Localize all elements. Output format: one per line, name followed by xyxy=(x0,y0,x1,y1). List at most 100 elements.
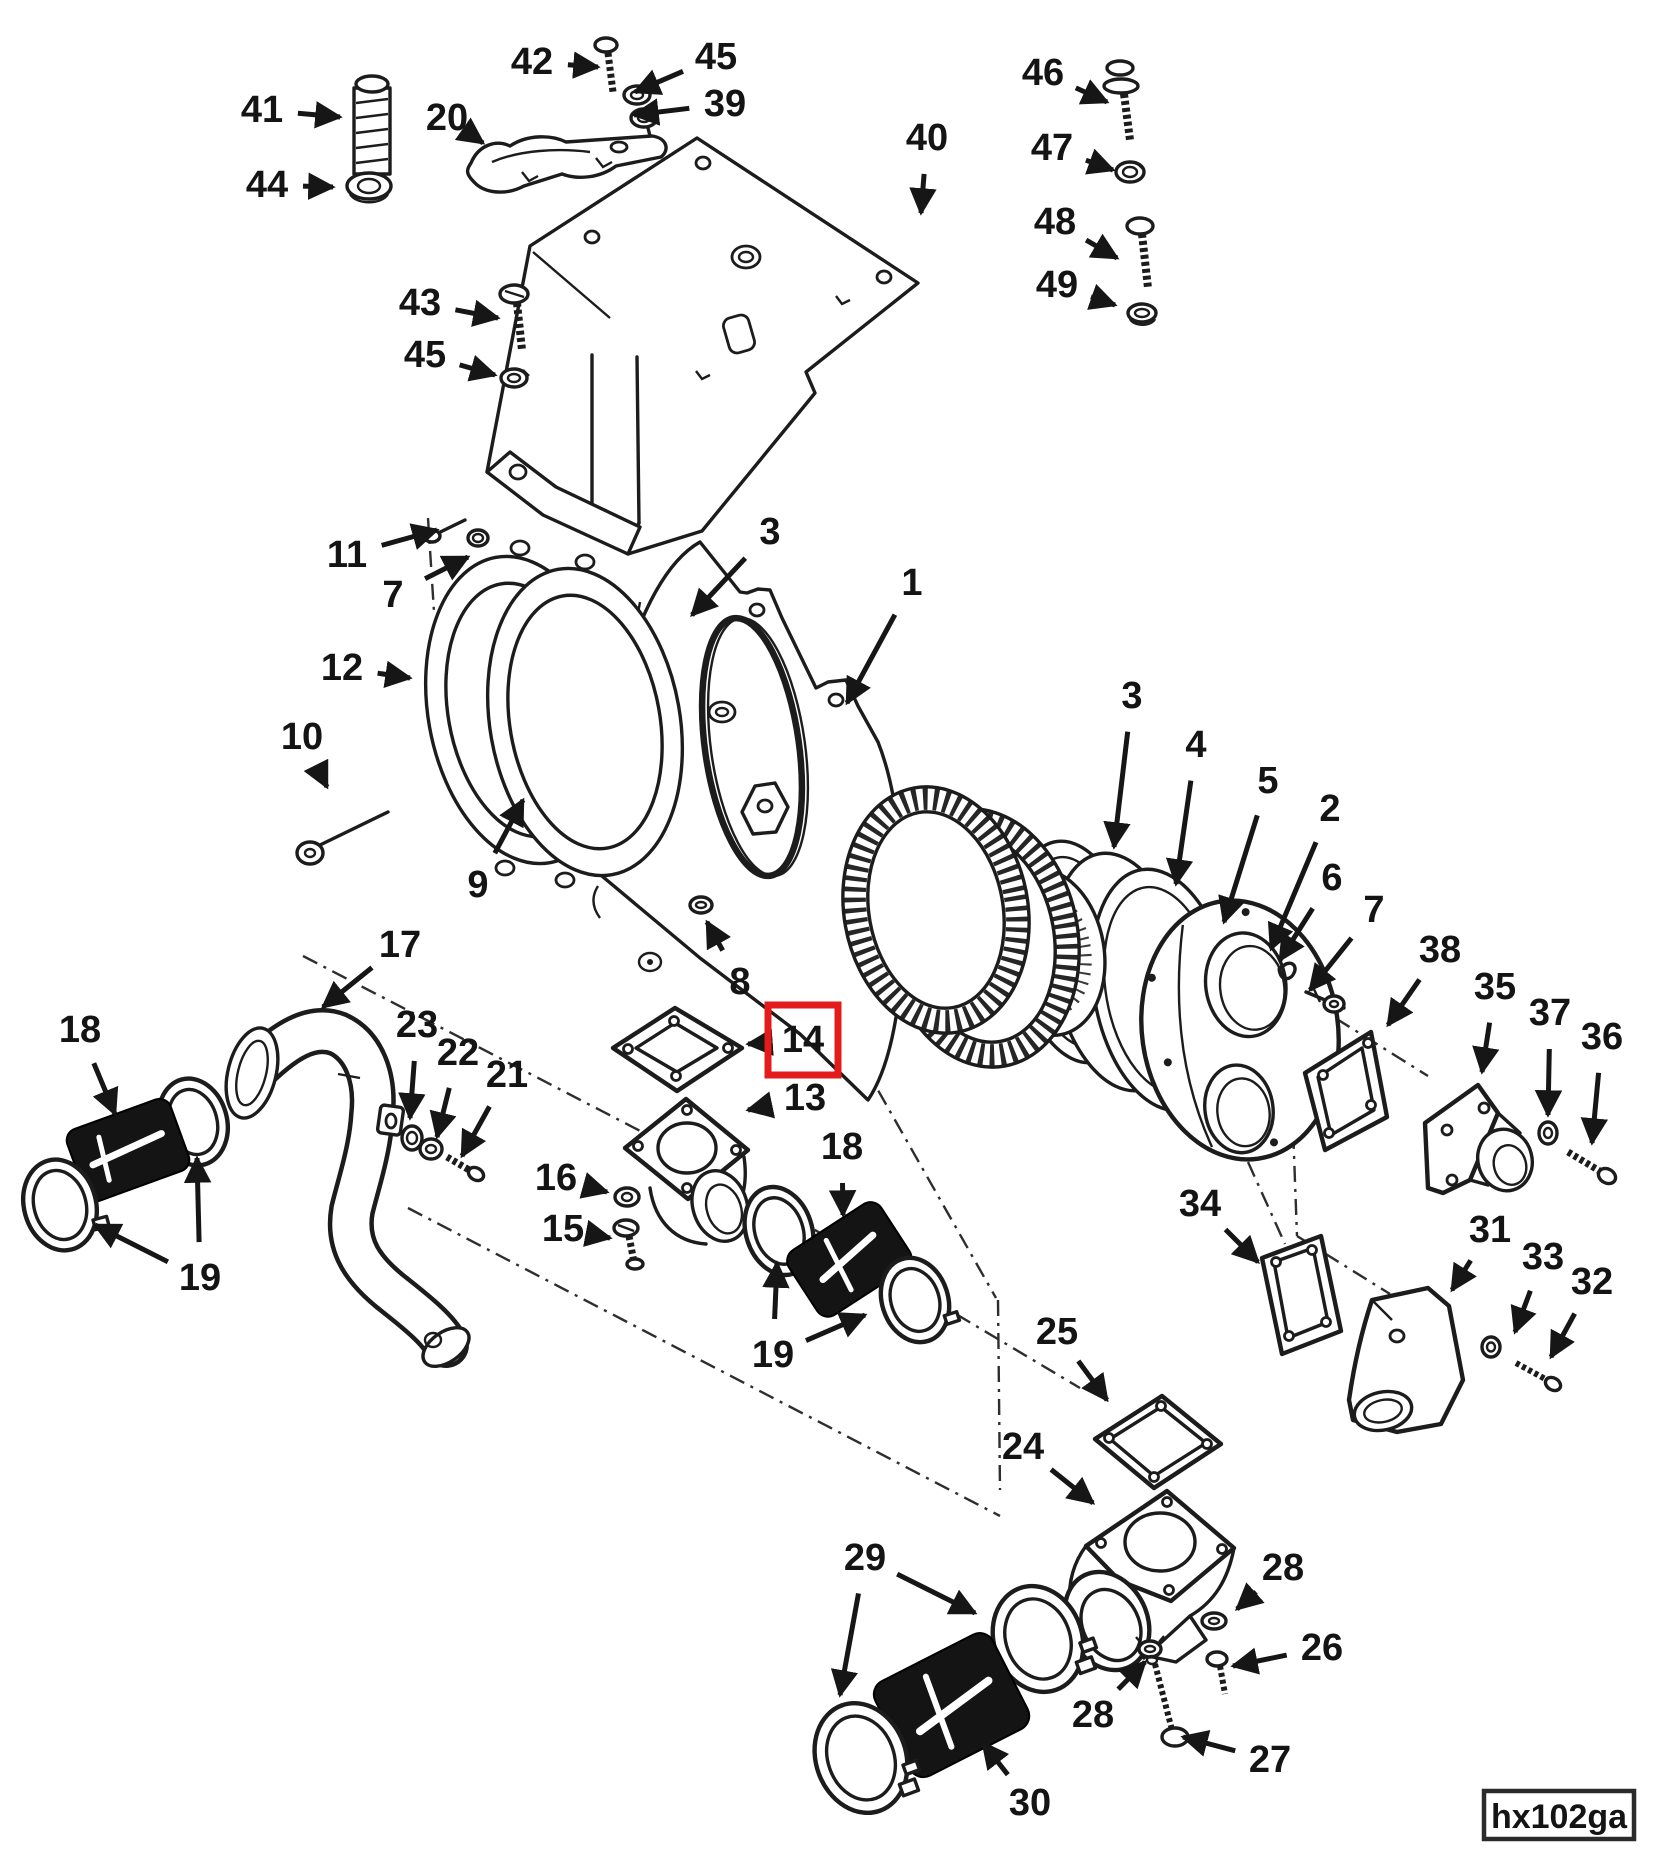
callout-43: 43 xyxy=(399,282,501,327)
callout-22-label: 22 xyxy=(437,1032,479,1074)
callout-37-arrow xyxy=(1534,1048,1563,1118)
callout-39-label: 39 xyxy=(704,83,746,125)
bolt-27 xyxy=(1145,1654,1159,1666)
callout-48-label: 48 xyxy=(1034,201,1076,243)
callout-42-arrow xyxy=(567,51,601,79)
callout-9-label: 9 xyxy=(467,864,488,906)
callout-34-arrow xyxy=(1223,1227,1260,1264)
callout-8-label: 8 xyxy=(729,961,750,1003)
callout-28b-arrow xyxy=(1116,1660,1147,1692)
callout-36-arrow xyxy=(1580,1072,1609,1146)
part-gasket-34 xyxy=(1259,1233,1344,1357)
callout-38: 38 xyxy=(1385,929,1461,1028)
callout-1: 1 xyxy=(844,562,923,706)
callout-2-label: 2 xyxy=(1319,788,1340,830)
callout-7b-label: 7 xyxy=(1363,889,1384,931)
callout-18a-arrow xyxy=(91,1062,119,1117)
callout-40-label: 40 xyxy=(906,117,948,159)
clip-6 xyxy=(1277,961,1297,981)
callout-28a: 28 xyxy=(1234,1547,1304,1611)
callout-17-arrow xyxy=(320,965,374,1009)
callout-34-label: 34 xyxy=(1179,1183,1221,1225)
callout-29-arrow-1 xyxy=(830,1592,861,1698)
callout-19a: 19 xyxy=(92,1155,221,1299)
part-fasteners-23-22-21 xyxy=(400,1124,486,1183)
callout-47-arrow xyxy=(1085,148,1116,175)
callout-20: 20 xyxy=(426,97,486,146)
callout-23-arrow xyxy=(398,1060,426,1121)
part-spring-and-grommet xyxy=(345,74,393,204)
callout-6-arrow xyxy=(1277,907,1315,963)
callout-7a-arrow xyxy=(423,554,471,581)
callout-44: 44 xyxy=(246,164,336,206)
callout-35-arrow xyxy=(1472,1022,1500,1075)
callout-47: 47 xyxy=(1031,127,1116,175)
callout-22-arrow xyxy=(429,1087,457,1140)
callout-28b-label: 28 xyxy=(1072,1694,1114,1736)
callout-49: 49 xyxy=(1036,264,1118,310)
callout-23: 23 xyxy=(396,1004,438,1121)
callout-38-arrow xyxy=(1385,978,1422,1028)
callout-35: 35 xyxy=(1472,966,1516,1075)
callout-28b: 28 xyxy=(1072,1660,1147,1736)
callout-37: 37 xyxy=(1529,992,1571,1118)
callout-42-label: 42 xyxy=(511,41,553,83)
callout-41-arrow xyxy=(297,101,343,129)
pin-10 xyxy=(295,840,325,866)
callout-6: 6 xyxy=(1277,857,1343,963)
callout-34: 34 xyxy=(1179,1183,1260,1264)
callout-12: 12 xyxy=(321,647,413,689)
callout-21-arrow xyxy=(459,1105,492,1159)
figure-code: hx102ga xyxy=(1481,1788,1637,1842)
callout-28a-arrow xyxy=(1234,1582,1265,1611)
callout-46-label: 46 xyxy=(1022,52,1064,94)
callout-45a: 45 xyxy=(632,36,737,95)
part-fastener-column xyxy=(1102,59,1158,326)
callout-30-arrow xyxy=(981,1740,1010,1777)
callout-38-label: 38 xyxy=(1419,929,1461,971)
nut-7 xyxy=(466,528,490,548)
callout-26-arrow xyxy=(1230,1647,1288,1675)
callout-45a-arrow xyxy=(632,69,684,95)
part-elbow-13-group xyxy=(610,1005,751,1271)
callout-35-label: 35 xyxy=(1474,966,1516,1008)
callout-33-label: 33 xyxy=(1522,1236,1564,1278)
callout-14-label: 14 xyxy=(782,1019,824,1061)
callout-7b-arrow xyxy=(1308,936,1354,993)
figure-code-text: hx102ga xyxy=(1491,1798,1628,1836)
callout-15-label: 15 xyxy=(542,1208,584,1250)
callout-32-arrow xyxy=(1548,1312,1577,1360)
callout-7b: 7 xyxy=(1308,889,1385,993)
callout-3b: 3 xyxy=(1103,675,1143,850)
callout-19b-arrow-2 xyxy=(805,1312,868,1343)
callout-6-label: 6 xyxy=(1321,857,1342,899)
callout-4-arrow xyxy=(1165,780,1194,887)
washer-28-upper xyxy=(1200,1611,1228,1631)
callout-37-label: 37 xyxy=(1529,992,1571,1034)
end-cover-2 xyxy=(1139,898,1341,1162)
part-adapter-35-group xyxy=(1422,1082,1618,1196)
callout-16-arrow xyxy=(579,1172,610,1199)
nut-8 xyxy=(688,895,714,915)
callout-9-arrow xyxy=(492,797,526,855)
callout-33-arrow xyxy=(1510,1289,1537,1335)
callout-18a-label: 18 xyxy=(59,1009,101,1051)
callout-10: 10 xyxy=(281,716,330,790)
callout-18a: 18 xyxy=(59,1009,119,1117)
callout-20-label: 20 xyxy=(426,97,468,139)
washer-37 xyxy=(1537,1120,1559,1146)
callout-13: 13 xyxy=(745,1077,826,1119)
callout-39-arrow xyxy=(631,98,690,126)
callout-19a-arrow-1 xyxy=(92,1222,170,1265)
callout-3b-label: 3 xyxy=(1121,675,1142,717)
part-sleeve-18-right xyxy=(742,1184,962,1345)
screw-26 xyxy=(1205,1650,1229,1668)
callout-32: 32 xyxy=(1548,1261,1613,1360)
nut-16 xyxy=(613,1186,641,1208)
callout-24: 24 xyxy=(1002,1426,1096,1505)
callout-23-label: 23 xyxy=(396,1004,438,1046)
callout-15: 15 xyxy=(542,1208,613,1250)
